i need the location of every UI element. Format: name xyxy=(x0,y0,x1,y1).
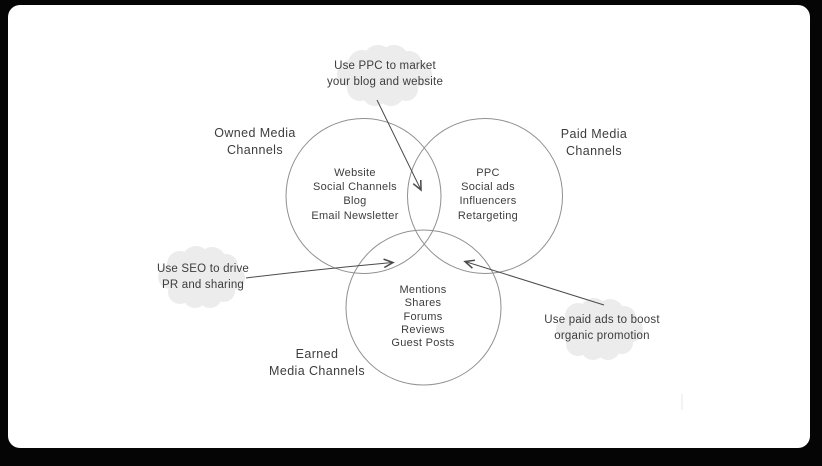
faint-artifact xyxy=(681,394,683,410)
paid-ads-annotation-line2: organic promotion xyxy=(554,329,650,342)
paid-circle xyxy=(407,118,563,274)
venn-item: Blog xyxy=(343,195,367,208)
venn-item: Reviews xyxy=(401,323,445,336)
paid-ads-annotation-line1: Use paid ads to boost xyxy=(544,314,660,326)
earned-circle-title: Earned Media Channels xyxy=(269,346,365,379)
venn-item: PPC xyxy=(476,167,500,179)
earned-circle xyxy=(345,229,502,386)
paid-title-line2: Channels xyxy=(565,143,623,158)
venn-item: Guest Posts xyxy=(391,337,455,350)
seo-arrow xyxy=(245,258,395,279)
earned-title-line1: Earned xyxy=(295,347,339,361)
ppc-annotation-line2: your blog and website xyxy=(326,76,444,88)
venn-item: Influencers xyxy=(459,195,517,208)
seo-annotation: Use SEO to drive PR and sharing xyxy=(157,262,249,293)
owned-circle xyxy=(285,118,442,274)
venn-item: Forums xyxy=(403,310,443,323)
venn-item: Retargeting xyxy=(457,209,519,222)
earned-title-line2: Media Channels xyxy=(269,363,365,378)
paid-title-line1: Paid Media xyxy=(560,127,628,141)
paid-ads-cloud-shape xyxy=(556,298,643,360)
seo-annotation-line1: Use SEO to drive xyxy=(156,263,250,275)
owned-title-line2: Channels xyxy=(226,142,283,157)
ppc-annotation: Use PPC to market your blog and website xyxy=(327,58,443,90)
earned-items-list: Mentions Shares Forums Reviews Guest Pos… xyxy=(391,284,454,350)
owned-title-line1: Owned Media xyxy=(214,126,296,140)
paid-ads-arrow xyxy=(463,259,605,306)
paid-circle-title: Paid Media Channels xyxy=(561,126,628,159)
seo-annotation-line2: PR and sharing xyxy=(161,278,245,291)
owned-circle-title: Owned Media Channels xyxy=(214,125,296,158)
ppc-cloud-shape xyxy=(337,45,432,106)
seo-cloud-shape xyxy=(158,246,245,308)
paid-ads-annotation: Use paid ads to boost organic promotion xyxy=(544,313,659,344)
venn-item: Mentions xyxy=(399,284,447,296)
venn-item: Shares xyxy=(404,297,442,310)
venn-item: Social ads xyxy=(461,181,515,194)
venn-item: Website xyxy=(334,167,376,179)
ppc-annotation-line1: Use PPC to market xyxy=(334,60,436,72)
ppc-arrow xyxy=(376,99,422,192)
owned-items-list: Website Social Channels Blog Email Newsl… xyxy=(311,166,398,223)
venn-item: Email Newsletter xyxy=(311,209,399,222)
venn-item: Social Channels xyxy=(312,181,397,194)
paid-items-list: PPC Social ads Influencers Retargeting xyxy=(458,166,518,223)
